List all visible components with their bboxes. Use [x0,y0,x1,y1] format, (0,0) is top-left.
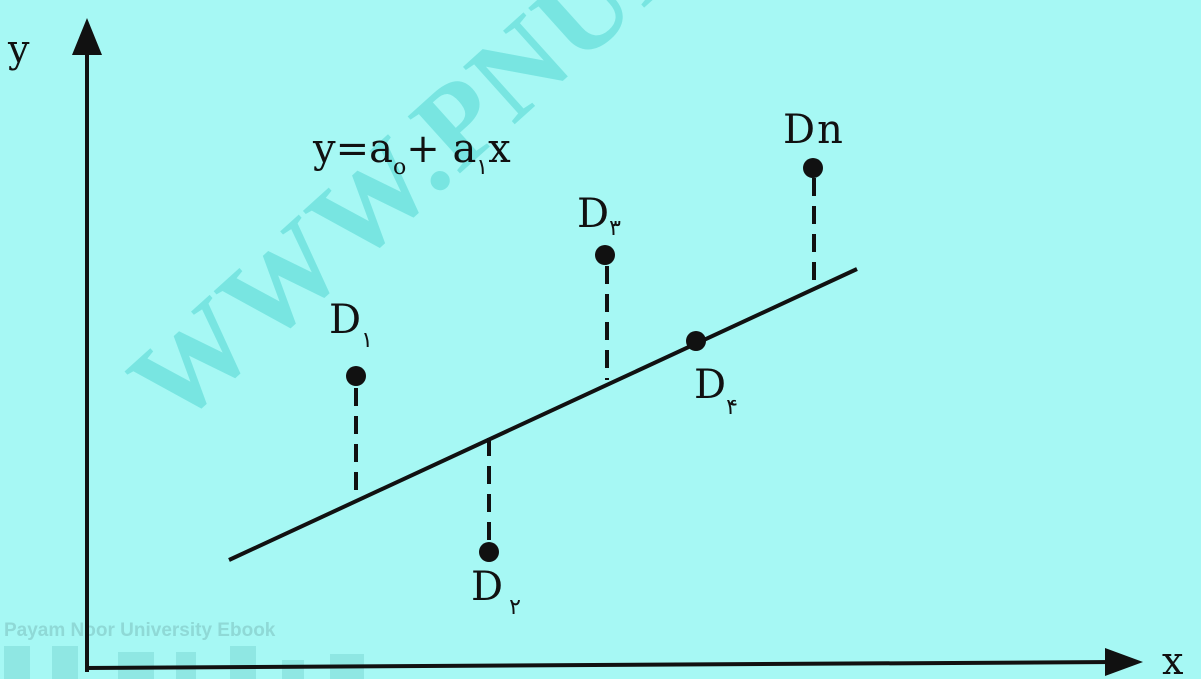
label-d1: D۱ [329,297,373,353]
regression-line [228,267,858,562]
point-d4 [686,331,706,351]
label-d4: D۴ [694,362,738,420]
x-axis-label: x [1162,639,1183,679]
point-d3 [595,245,615,265]
y-axis-label: y [7,27,30,71]
x-axis [84,648,1143,676]
label-d3: D۳ [577,191,621,241]
residual-lines [354,178,816,542]
watermark-text: WWW.PNUE [105,0,720,449]
watermark-footer: Payam Noor University Ebook [4,620,276,641]
label-dn: Dn [783,107,843,153]
data-points [346,158,823,562]
regression-equation: y=ao+ a۱x [312,126,511,180]
watermark-logo [4,646,364,679]
y-axis [72,18,102,672]
point-d1 [346,366,366,386]
x-axis-arrowhead [1105,648,1143,676]
y-axis-arrowhead [72,18,102,55]
point-dn [803,158,823,178]
point-d2 [479,542,499,562]
